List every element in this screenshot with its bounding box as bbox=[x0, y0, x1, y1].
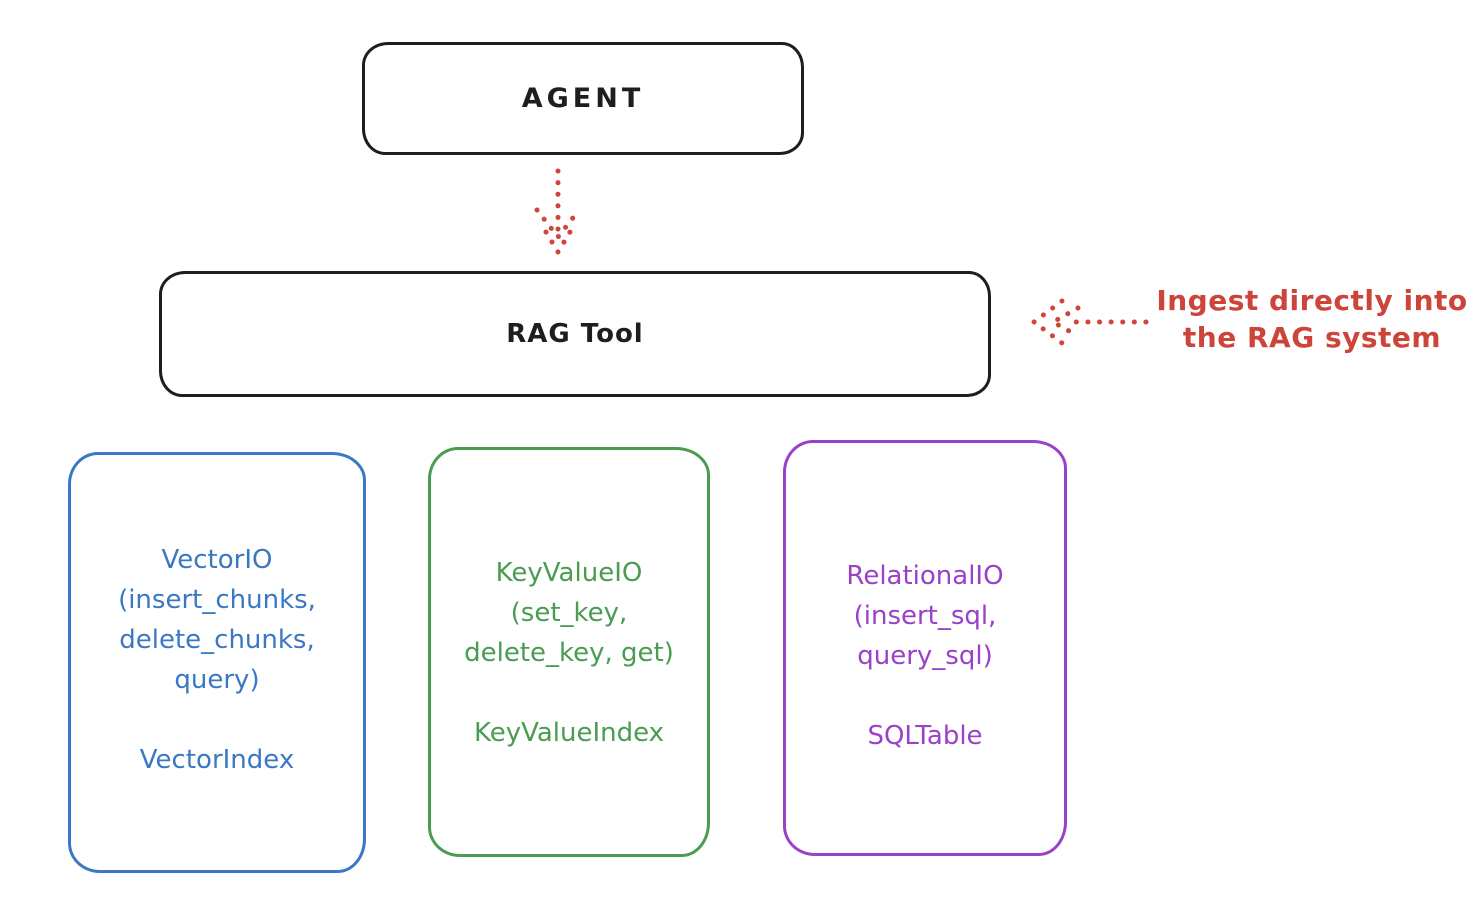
vector-io-box: VectorIO (insert_chunks, delete_chunks, … bbox=[68, 452, 366, 873]
vector-io-title-line: (insert_chunks, bbox=[118, 585, 316, 615]
ingest-annotation: Ingest directly into the RAG system bbox=[1140, 282, 1484, 356]
relational-io-title-line: query_sql) bbox=[857, 641, 993, 671]
dotted-arrow-down-icon bbox=[534, 168, 582, 257]
vector-io-title-line: delete_chunks, bbox=[119, 625, 315, 655]
relational-io-box: RelationalIO (insert_sql, query_sql) SQL… bbox=[783, 440, 1067, 856]
keyvalue-io-title-line: KeyValueIO bbox=[495, 558, 643, 588]
keyvalue-io-title-line: (set_key, bbox=[510, 598, 628, 628]
keyvalue-io-title-line: delete_key, get) bbox=[464, 638, 674, 668]
vector-io-title-line: query) bbox=[174, 665, 260, 695]
ingest-annotation-line-1: Ingest directly into bbox=[1156, 284, 1468, 317]
vector-io-title-line: VectorIO bbox=[161, 545, 273, 575]
vector-index-label: VectorIndex bbox=[139, 745, 295, 775]
ingest-annotation-line-2: the RAG system bbox=[1182, 321, 1442, 354]
rag-tool-label: RAG Tool bbox=[506, 319, 644, 349]
keyvalue-io-box: KeyValueIO (set_key, delete_key, get) Ke… bbox=[428, 447, 710, 857]
agent-label: AGENT bbox=[521, 83, 645, 114]
rag-tool-box: RAG Tool bbox=[159, 271, 991, 397]
agent-box: AGENT bbox=[362, 42, 804, 155]
sql-table-label: SQLTable bbox=[867, 721, 983, 751]
dotted-arrow-left-icon bbox=[1029, 298, 1149, 346]
keyvalue-index-label: KeyValueIndex bbox=[473, 718, 665, 748]
relational-io-title-line: RelationalIO bbox=[846, 561, 1004, 591]
relational-io-title-line: (insert_sql, bbox=[853, 601, 997, 631]
